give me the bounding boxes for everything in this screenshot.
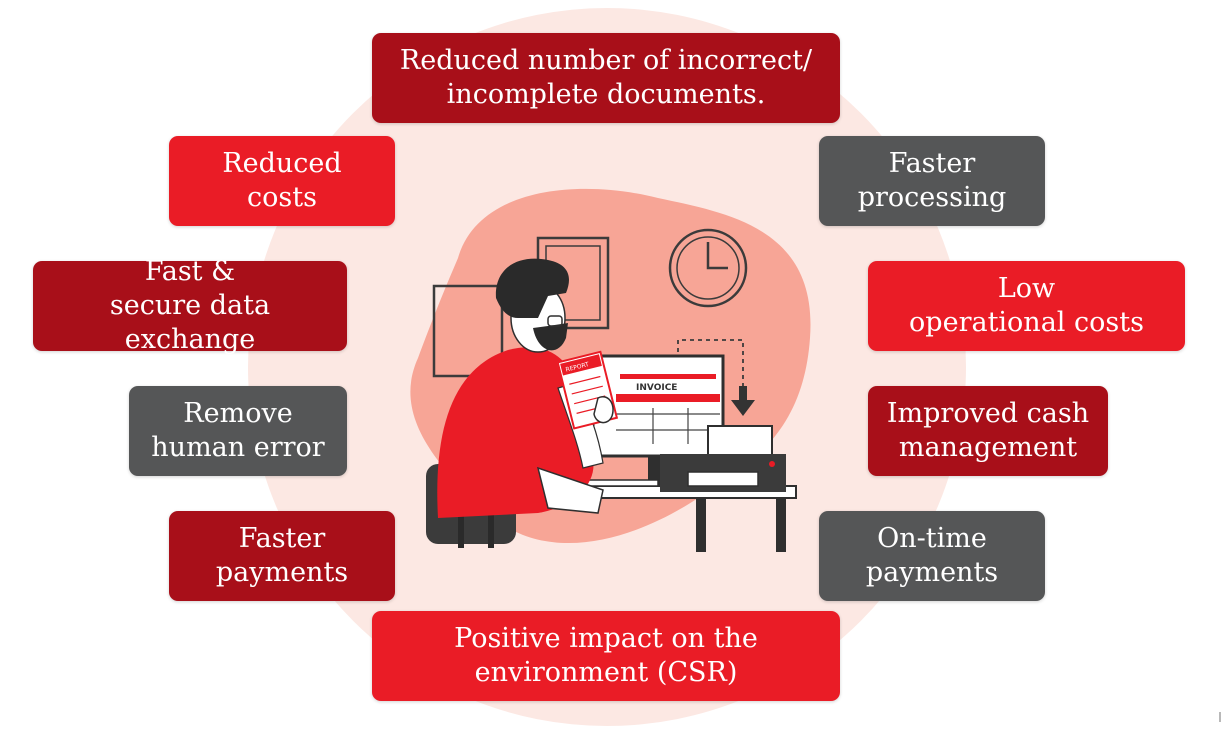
benefit-low-operational-costs: Low operational costs bbox=[868, 261, 1185, 351]
benefit-label: Positive impact on the environment (CSR) bbox=[454, 623, 758, 688]
benefit-label: Reduced costs bbox=[222, 148, 342, 213]
benefit-label: Improved cash management bbox=[886, 398, 1090, 463]
wall-frame-left bbox=[432, 284, 504, 378]
person-beard bbox=[533, 323, 568, 351]
invoice-label: INVOICE bbox=[636, 383, 677, 393]
invoice-worker-illustration: INVOICE REPORT bbox=[410, 188, 811, 552]
benefit-faster-processing: Faster processing bbox=[819, 136, 1045, 226]
benefit-label: Low operational costs bbox=[909, 273, 1144, 338]
person-hair bbox=[495, 258, 569, 318]
benefit-improved-cash-management: Improved cash management bbox=[868, 386, 1108, 476]
benefit-label: On-time payments bbox=[865, 523, 999, 588]
benefit-reduced-incorrect-documents: Reduced number of incorrect/ incomplete … bbox=[372, 33, 840, 123]
benefit-reduced-costs: Reduced costs bbox=[169, 136, 395, 226]
wall-clock bbox=[668, 228, 748, 308]
benefit-fast-secure-data-exchange: Fast & secure data exchange bbox=[33, 256, 347, 355]
benefit-remove-human-error: Remove human error bbox=[129, 386, 347, 476]
benefit-label: Fast & secure data exchange bbox=[109, 256, 271, 355]
benefit-label: Faster payments bbox=[215, 523, 349, 588]
benefit-on-time-payments: On-time payments bbox=[819, 511, 1045, 601]
benefit-label: Remove human error bbox=[151, 398, 325, 463]
benefit-faster-payments: Faster payments bbox=[169, 511, 395, 601]
edge-mark bbox=[1219, 712, 1221, 722]
benefit-label: Reduced number of incorrect/ incomplete … bbox=[399, 45, 813, 110]
benefit-positive-environment-impact: Positive impact on the environment (CSR) bbox=[372, 611, 840, 701]
down-arrow-icon bbox=[731, 400, 755, 416]
benefit-label: Faster processing bbox=[857, 148, 1007, 213]
